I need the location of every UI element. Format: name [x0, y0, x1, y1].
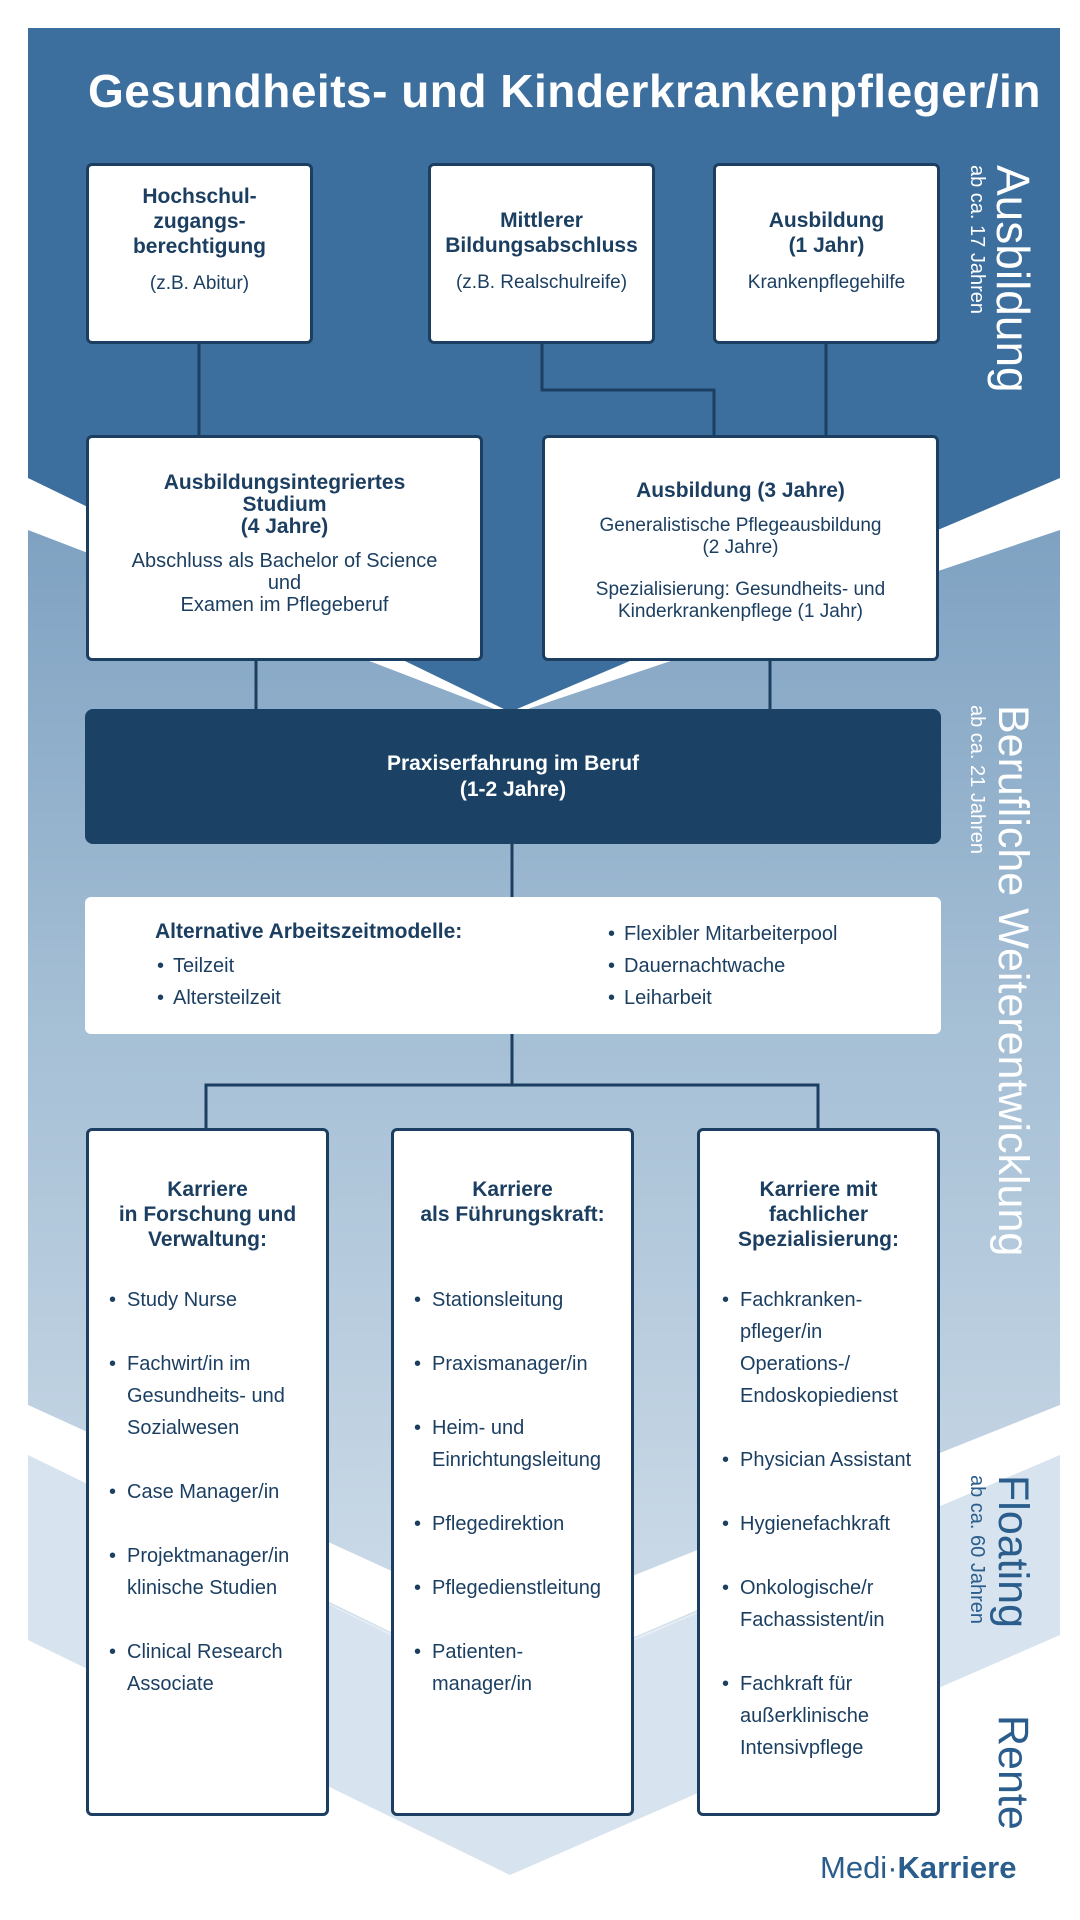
- study-heading: Ausbildungsintegriertes Studium (4 Jahre…: [163, 471, 406, 538]
- phase-age-floating: ab ca. 60 Jahren: [966, 1475, 988, 1624]
- study-text: Abschluss als Bachelor of Science und Ex…: [131, 550, 438, 616]
- requirement-heading: Hochschul- zugangs- berechtigung: [132, 185, 266, 258]
- career-item: Praxismanager/in: [414, 1348, 631, 1380]
- requirement-heading: Mittlerer Bildungsabschluss: [445, 209, 638, 257]
- practice-box: Praxiserfahrung im Beruf (1-2 Jahre): [85, 709, 941, 844]
- page-title: Gesundheits- und Kinderkrankenpfleger/in: [88, 65, 1041, 117]
- career-item: Heim- und Einrichtungsleitung: [414, 1412, 631, 1476]
- logo-part-medi: Medi·: [820, 1850, 898, 1885]
- career-item: Pflegedirektion: [414, 1508, 631, 1540]
- medi-karriere-logo: Medi·Karriere: [820, 1850, 1016, 1886]
- career-box-specialization: Karriere mit fachlicher Spezialisierung:…: [697, 1128, 940, 1816]
- phase-age-ausbildung: ab ca. 17 Jahren: [966, 165, 988, 314]
- career-item: Stationsleitung: [414, 1284, 631, 1316]
- career-item: Projektmanager/in klinische Studien: [109, 1540, 326, 1604]
- requirement-box-krankenpflegehilfe: Ausbildung (1 Jahr) Krankenpflegehilfe: [713, 163, 940, 344]
- phase-label-floating: Floating: [989, 1475, 1037, 1628]
- career-item: Fachwirt/in im Gesundheits- und Sozialwe…: [109, 1348, 326, 1444]
- alternative-item: Altersteilzeit: [157, 982, 281, 1014]
- logo-part-karriere: Karriere: [897, 1850, 1017, 1885]
- career-item: Case Manager/in: [109, 1476, 326, 1508]
- alternative-item: Flexibler Mitarbeiterpool: [608, 918, 837, 950]
- career-heading: Karriere mit fachlicher Spezialisierung:: [737, 1178, 900, 1251]
- phase-label-rente: Rente: [989, 1715, 1037, 1830]
- connector-lines: [197, 343, 828, 1130]
- requirement-heading: Ausbildung (1 Jahr): [768, 209, 885, 257]
- career-item: Study Nurse: [109, 1284, 326, 1316]
- alternative-item: Dauernachtwache: [608, 950, 837, 982]
- requirement-sub: (z.B. Realschulreife): [455, 272, 628, 293]
- training-text-general: Generalistische Pflegeausbildung (2 Jahr…: [599, 515, 882, 558]
- phase-age-weiterentwicklung: ab ca. 21 Jahren: [966, 705, 988, 854]
- practice-text: Praxiserfahrung im Beruf (1-2 Jahre): [386, 751, 640, 801]
- career-item: Pflegedienstleitung: [414, 1572, 631, 1604]
- study-box: Ausbildungsintegriertes Studium (4 Jahre…: [86, 435, 483, 661]
- phase-label-ausbildung: Ausbildung: [987, 165, 1039, 393]
- career-item: Hygienefachkraft: [722, 1508, 937, 1540]
- career-item: Fachkranken- pfleger/in Operations-/ End…: [722, 1284, 937, 1412]
- alternative-item: Teilzeit: [157, 950, 281, 982]
- career-heading: Karriere in Forschung und Verwaltung:: [118, 1178, 297, 1251]
- career-item: Fachkraft für außerklinische Intensivpfl…: [722, 1668, 937, 1764]
- career-list: Stationsleitung Praxismanager/in Heim- u…: [414, 1284, 631, 1700]
- career-list: Fachkranken- pfleger/in Operations-/ End…: [722, 1284, 937, 1764]
- training-heading: Ausbildung (3 Jahre): [636, 479, 845, 502]
- training-box: Ausbildung (3 Jahre) Generalistische Pfl…: [542, 435, 939, 661]
- alternatives-right-list: Flexibler Mitarbeiterpool Dauernachtwach…: [608, 918, 837, 1014]
- career-item: Clinical Research Associate: [109, 1636, 326, 1700]
- alternatives-box: Alternative Arbeitszeitmodelle: Teilzeit…: [85, 897, 941, 1034]
- alternatives-heading: Alternative Arbeitszeitmodelle:: [155, 920, 463, 943]
- career-list: Study Nurse Fachwirt/in im Gesundheits- …: [109, 1284, 326, 1700]
- alternative-item: Leiharbeit: [608, 982, 837, 1014]
- alternatives-left-list: Teilzeit Altersteilzeit: [157, 950, 281, 1014]
- requirement-sub: (z.B. Abitur): [149, 273, 250, 294]
- career-item: Patienten- manager/in: [414, 1636, 631, 1700]
- career-heading: Karriere als Führungskraft:: [420, 1178, 605, 1226]
- phase-label-weiterentwicklung: Berufliche Weiterentwicklung: [989, 705, 1037, 1257]
- requirement-box-abitur: Hochschul- zugangs- berechtigung (z.B. A…: [86, 163, 313, 344]
- training-text-specialization: Spezialisierung: Gesundheits- und Kinder…: [595, 579, 886, 622]
- requirement-box-realschule: Mittlerer Bildungsabschluss (z.B. Realsc…: [428, 163, 655, 344]
- career-box-leadership: Karriere als Führungskraft: Stationsleit…: [391, 1128, 634, 1816]
- career-box-research: Karriere in Forschung und Verwaltung: St…: [86, 1128, 329, 1816]
- career-item: Onkologische/r Fachassistent/in: [722, 1572, 937, 1636]
- career-item: Physician Assistant: [722, 1444, 937, 1476]
- requirement-sub: Krankenpflegehilfe: [747, 272, 906, 293]
